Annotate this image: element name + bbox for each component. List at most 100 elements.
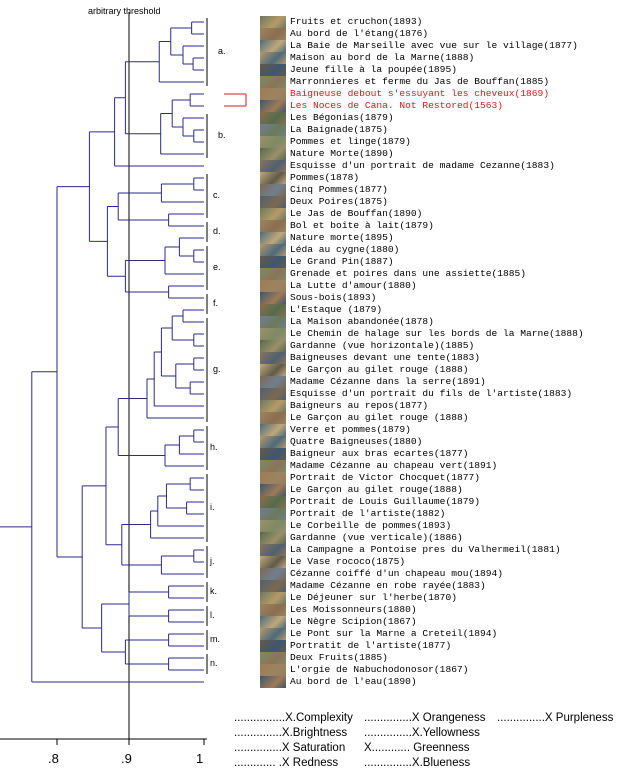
painting-label: Nature morte(1895) [290,232,394,243]
painting-thumbnail [260,148,286,160]
painting-label: Maison au bord de la Marne(1888) [290,52,475,63]
painting-label: Esquisse d'un portrait du fils de l'arti… [290,388,573,399]
painting-thumbnail [260,124,286,136]
painting-thumbnail [260,100,286,112]
painting-label: Portratit de l'artiste(1877) [290,640,452,651]
painting-label: Le Vase rococo(1875) [290,556,406,567]
painting-thumbnail [260,448,286,460]
painting-thumbnail [260,592,286,604]
painting-label: Gardanne (vue verticale)(1886) [290,532,463,543]
painting-thumbnail [260,628,286,640]
legend-saturation: ...............X Saturation [234,742,346,754]
group-letter: a. [218,46,226,56]
painting-label: Quatre Baigneuses(1880) [290,436,423,447]
painting-thumbnail [260,16,286,28]
painting-thumbnail [260,172,286,184]
painting-thumbnail [260,64,286,76]
painting-label: Les Noces de Cana. Not Restored(1563) [290,100,504,111]
painting-thumbnail [260,676,286,688]
painting-label: Le Garçon au gilet rouge(1888) [290,484,463,495]
painting-thumbnail [260,364,286,376]
painting-thumbnail [260,496,286,508]
painting-thumbnail [260,520,286,532]
painting-thumbnail [260,160,286,172]
painting-label: L'orgie de Nabuchodonosor(1867) [290,664,469,675]
painting-thumbnail [260,544,286,556]
painting-label: Baigneuses devant une tente(1883) [290,352,480,363]
legend-blueness: ...............X.Blueness [364,757,471,769]
group-letter: e. [213,262,221,272]
painting-thumbnail [260,196,286,208]
painting-label: Le Garçon au gilet rouge (1888) [290,364,469,375]
legend-yellowness: ...............X.Yellowness [364,727,480,739]
painting-label: Le Chemin de halage sur les bords de la … [290,328,584,339]
painting-thumbnail [260,400,286,412]
legend-complexity: ................X.Complexity [234,712,353,724]
group-letter: l. [210,610,215,620]
axis-tick-09: .9 [121,751,132,766]
painting-label: Léda au cygne(1880) [290,244,400,255]
painting-label: Nature Morte(1890) [290,148,394,159]
painting-label: La Lutte d'amour(1880) [290,280,417,291]
group-letter: n. [210,658,218,668]
painting-thumbnail [260,256,286,268]
painting-thumbnail [260,88,286,100]
painting-label: Au bord de l'étang(1876) [290,28,429,39]
legend-redness: ............. .X Redness [234,757,339,769]
painting-label: Baigneuse debout s'essuyant les cheveux(… [290,88,550,99]
painting-thumbnail [260,40,286,52]
axis-tick-1: 1 [196,751,204,766]
painting-thumbnail [260,184,286,196]
painting-label: Verre et pommes(1879) [290,424,411,435]
painting-label: Portrait de Victor Chocquet(1877) [290,472,480,483]
painting-label: Le Pont sur la Marne a Creteil(1894) [290,628,498,639]
painting-thumbnail [260,640,286,652]
painting-thumbnail [260,604,286,616]
painting-thumbnail [260,556,286,568]
painting-label: Portrait de Louis Guillaume(1879) [290,496,480,507]
painting-label: La Baignade(1875) [290,124,388,135]
painting-label: L'Estaque (1879) [290,304,383,315]
painting-thumbnail [260,220,286,232]
painting-thumbnail [260,388,286,400]
painting-thumbnail [260,316,286,328]
painting-thumbnail [260,580,286,592]
axis-tick-08: .8 [48,751,59,766]
painting-label: La Baie de Marseille avec vue sur le vil… [290,40,578,51]
painting-thumbnail [260,484,286,496]
painting-label: Sous-bois(1893) [290,292,377,303]
painting-thumbnail [260,436,286,448]
painting-thumbnail [260,328,286,340]
painting-thumbnail [260,652,286,664]
painting-label: Deux Poires(1875) [290,196,388,207]
painting-label: Le Grand Pin(1887) [290,256,394,267]
painting-label: Bol et boîte à lait(1879) [290,220,434,231]
threshold-label: arbitrary threshold [88,6,161,16]
painting-thumbnail [260,340,286,352]
painting-label: Grenade et poires dans une assiette(1885… [290,268,527,279]
painting-thumbnail [260,424,286,436]
painting-label: Cézanne coiffé d'un chapeau mou(1894) [290,568,504,579]
painting-thumbnail [260,568,286,580]
painting-thumbnail [260,532,286,544]
painting-label: Fruits et cruchon(1893) [290,16,423,27]
painting-label: Baigneurs au repos(1877) [290,400,429,411]
painting-thumbnail [260,376,286,388]
painting-label: La Maison abandonée(1878) [290,316,434,327]
group-letter: h. [210,442,218,452]
painting-label: Le Corbeille de pommes(1893) [290,520,452,531]
legend-purpleness: ...............X Purpleness [497,712,614,724]
painting-thumbnail [260,52,286,64]
painting-label: Madame Cézanne au chapeau vert(1891) [290,460,498,471]
painting-label: Deux Fruits(1885) [290,652,388,663]
painting-thumbnail [260,112,286,124]
group-letter: k. [210,586,218,596]
painting-label: La Campagne a Pontoise pres du Valhermei… [290,544,561,555]
group-letter: f. [213,298,219,308]
painting-thumbnail [260,664,286,676]
painting-label: Au bord de l'eau(1890) [290,676,417,687]
legend-orangeness: ...............X Orangeness [364,712,486,724]
painting-thumbnail [260,244,286,256]
group-letter: d. [213,226,221,236]
